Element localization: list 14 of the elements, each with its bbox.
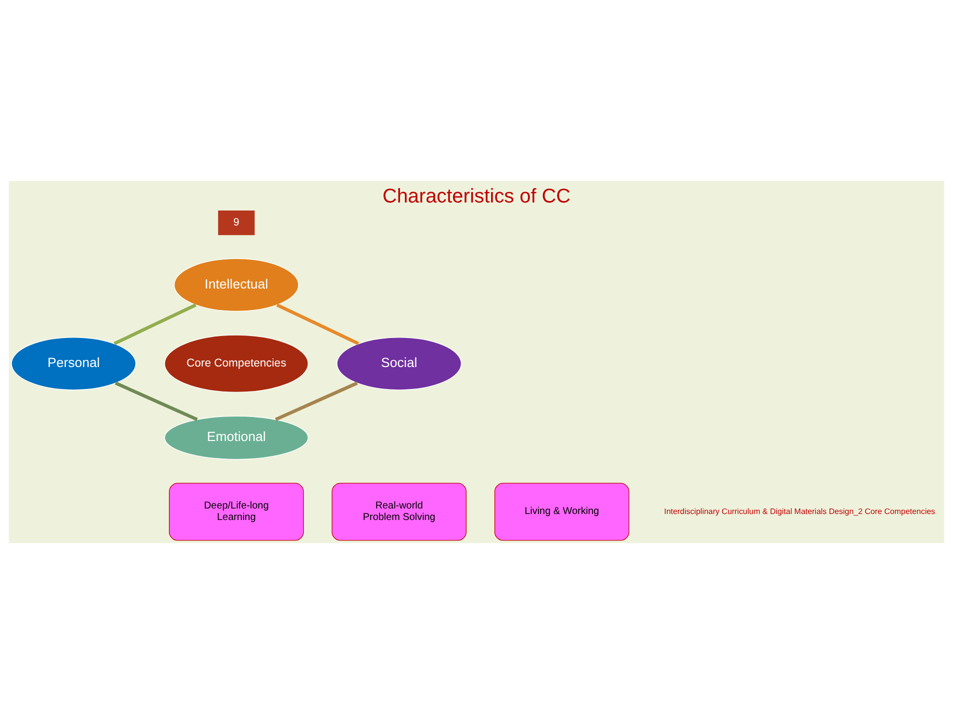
node-box: Real-world Problem Solving xyxy=(332,482,467,540)
diagram-title: Characteristics of CC xyxy=(382,184,571,207)
node-ellipse: Intellectual xyxy=(174,258,299,312)
node-ellipse: Social xyxy=(336,336,462,390)
connector xyxy=(114,381,198,421)
connector xyxy=(114,302,196,345)
node-box: Deep/Life-long Learning xyxy=(168,482,304,540)
node-ellipse: Core Competencies xyxy=(164,334,308,392)
label: 9 xyxy=(233,216,240,228)
connector xyxy=(274,381,358,421)
connector xyxy=(276,302,360,345)
node-ellipse: Personal xyxy=(11,336,136,390)
node-ellipse: Emotional xyxy=(164,415,308,460)
node-box: Living & Working xyxy=(494,482,630,540)
